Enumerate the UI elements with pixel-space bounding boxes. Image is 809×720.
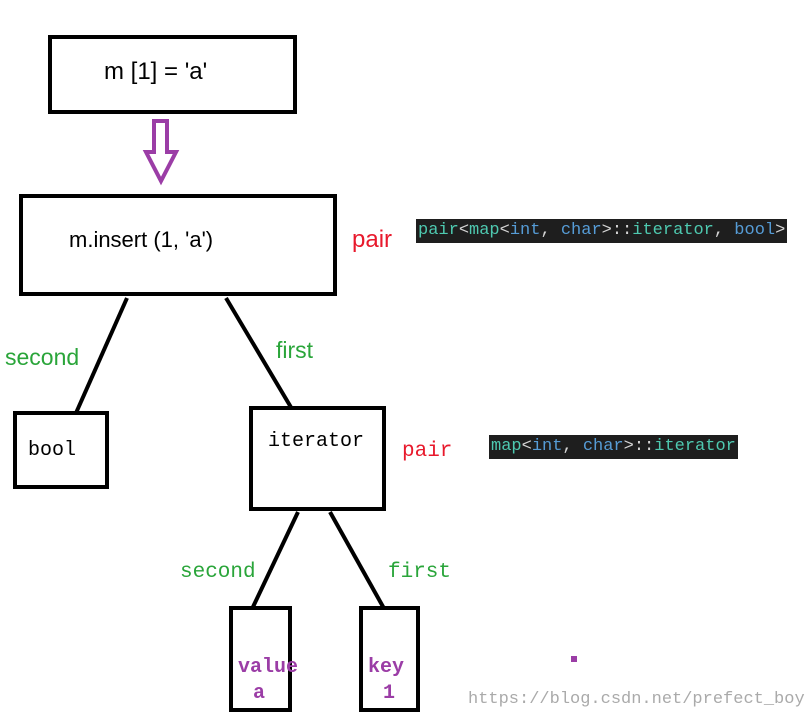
code-token: , [540, 221, 561, 240]
statement-text: m [1] = 'a' [104, 58, 208, 85]
iterator-text: iterator [268, 430, 365, 453]
edge-insert-to-iterator [224, 296, 294, 411]
pair-label-top: pair [352, 226, 393, 253]
code-token: >:: [601, 221, 633, 240]
watermark: https://blog.csdn.net/prefect_boy [468, 690, 805, 709]
down-arrow [142, 119, 180, 186]
code-token: < [458, 221, 470, 240]
code-token: char [560, 221, 602, 240]
code-token: , [713, 221, 735, 240]
code-token: int [509, 221, 541, 240]
pair-label-bottom: pair [402, 440, 453, 463]
value-label: value [238, 656, 299, 679]
insert-text: m.insert (1, 'a') [69, 227, 214, 252]
code-token: , [562, 437, 583, 456]
key-content: 1 [383, 682, 396, 705]
code-token: char [582, 437, 624, 456]
edge-insert-to-bool [74, 297, 129, 414]
edge-iterator-to-value [250, 511, 300, 610]
purple-dot [571, 656, 577, 662]
edge-label-second-lower: second [180, 561, 256, 584]
code-token: < [521, 437, 532, 456]
code-token: int [531, 437, 563, 456]
code-token: bool [734, 221, 776, 240]
code-token: > [775, 221, 786, 240]
edge-label-first: first [276, 337, 314, 363]
edge-label-second: second [5, 344, 80, 370]
code-token: iterator [654, 437, 736, 456]
code-snippet-pair-type: pair<map<int, char>::iterator, bool> [416, 219, 788, 243]
key-label: key [368, 656, 405, 679]
code-token: pair [418, 221, 459, 240]
key-box: key 1 [359, 606, 420, 712]
code-token: >:: [623, 437, 655, 456]
iterator-box: iterator [249, 406, 386, 511]
statement-box: m [1] = 'a' [48, 35, 297, 114]
code-token: < [499, 221, 510, 240]
insert-box: m.insert (1, 'a') [19, 194, 337, 296]
value-content: a [253, 682, 266, 705]
edge-label-first-lower: first [388, 561, 452, 584]
bool-box: bool [13, 411, 109, 489]
value-box: value a [229, 606, 298, 712]
bool-text: bool [28, 439, 77, 462]
edge-iterator-to-key [328, 511, 388, 613]
code-token: iterator [632, 221, 714, 240]
code-snippet-iterator-type: map<int, char>::iterator [489, 435, 738, 459]
code-token: map [469, 221, 500, 240]
code-token: map [491, 437, 522, 456]
